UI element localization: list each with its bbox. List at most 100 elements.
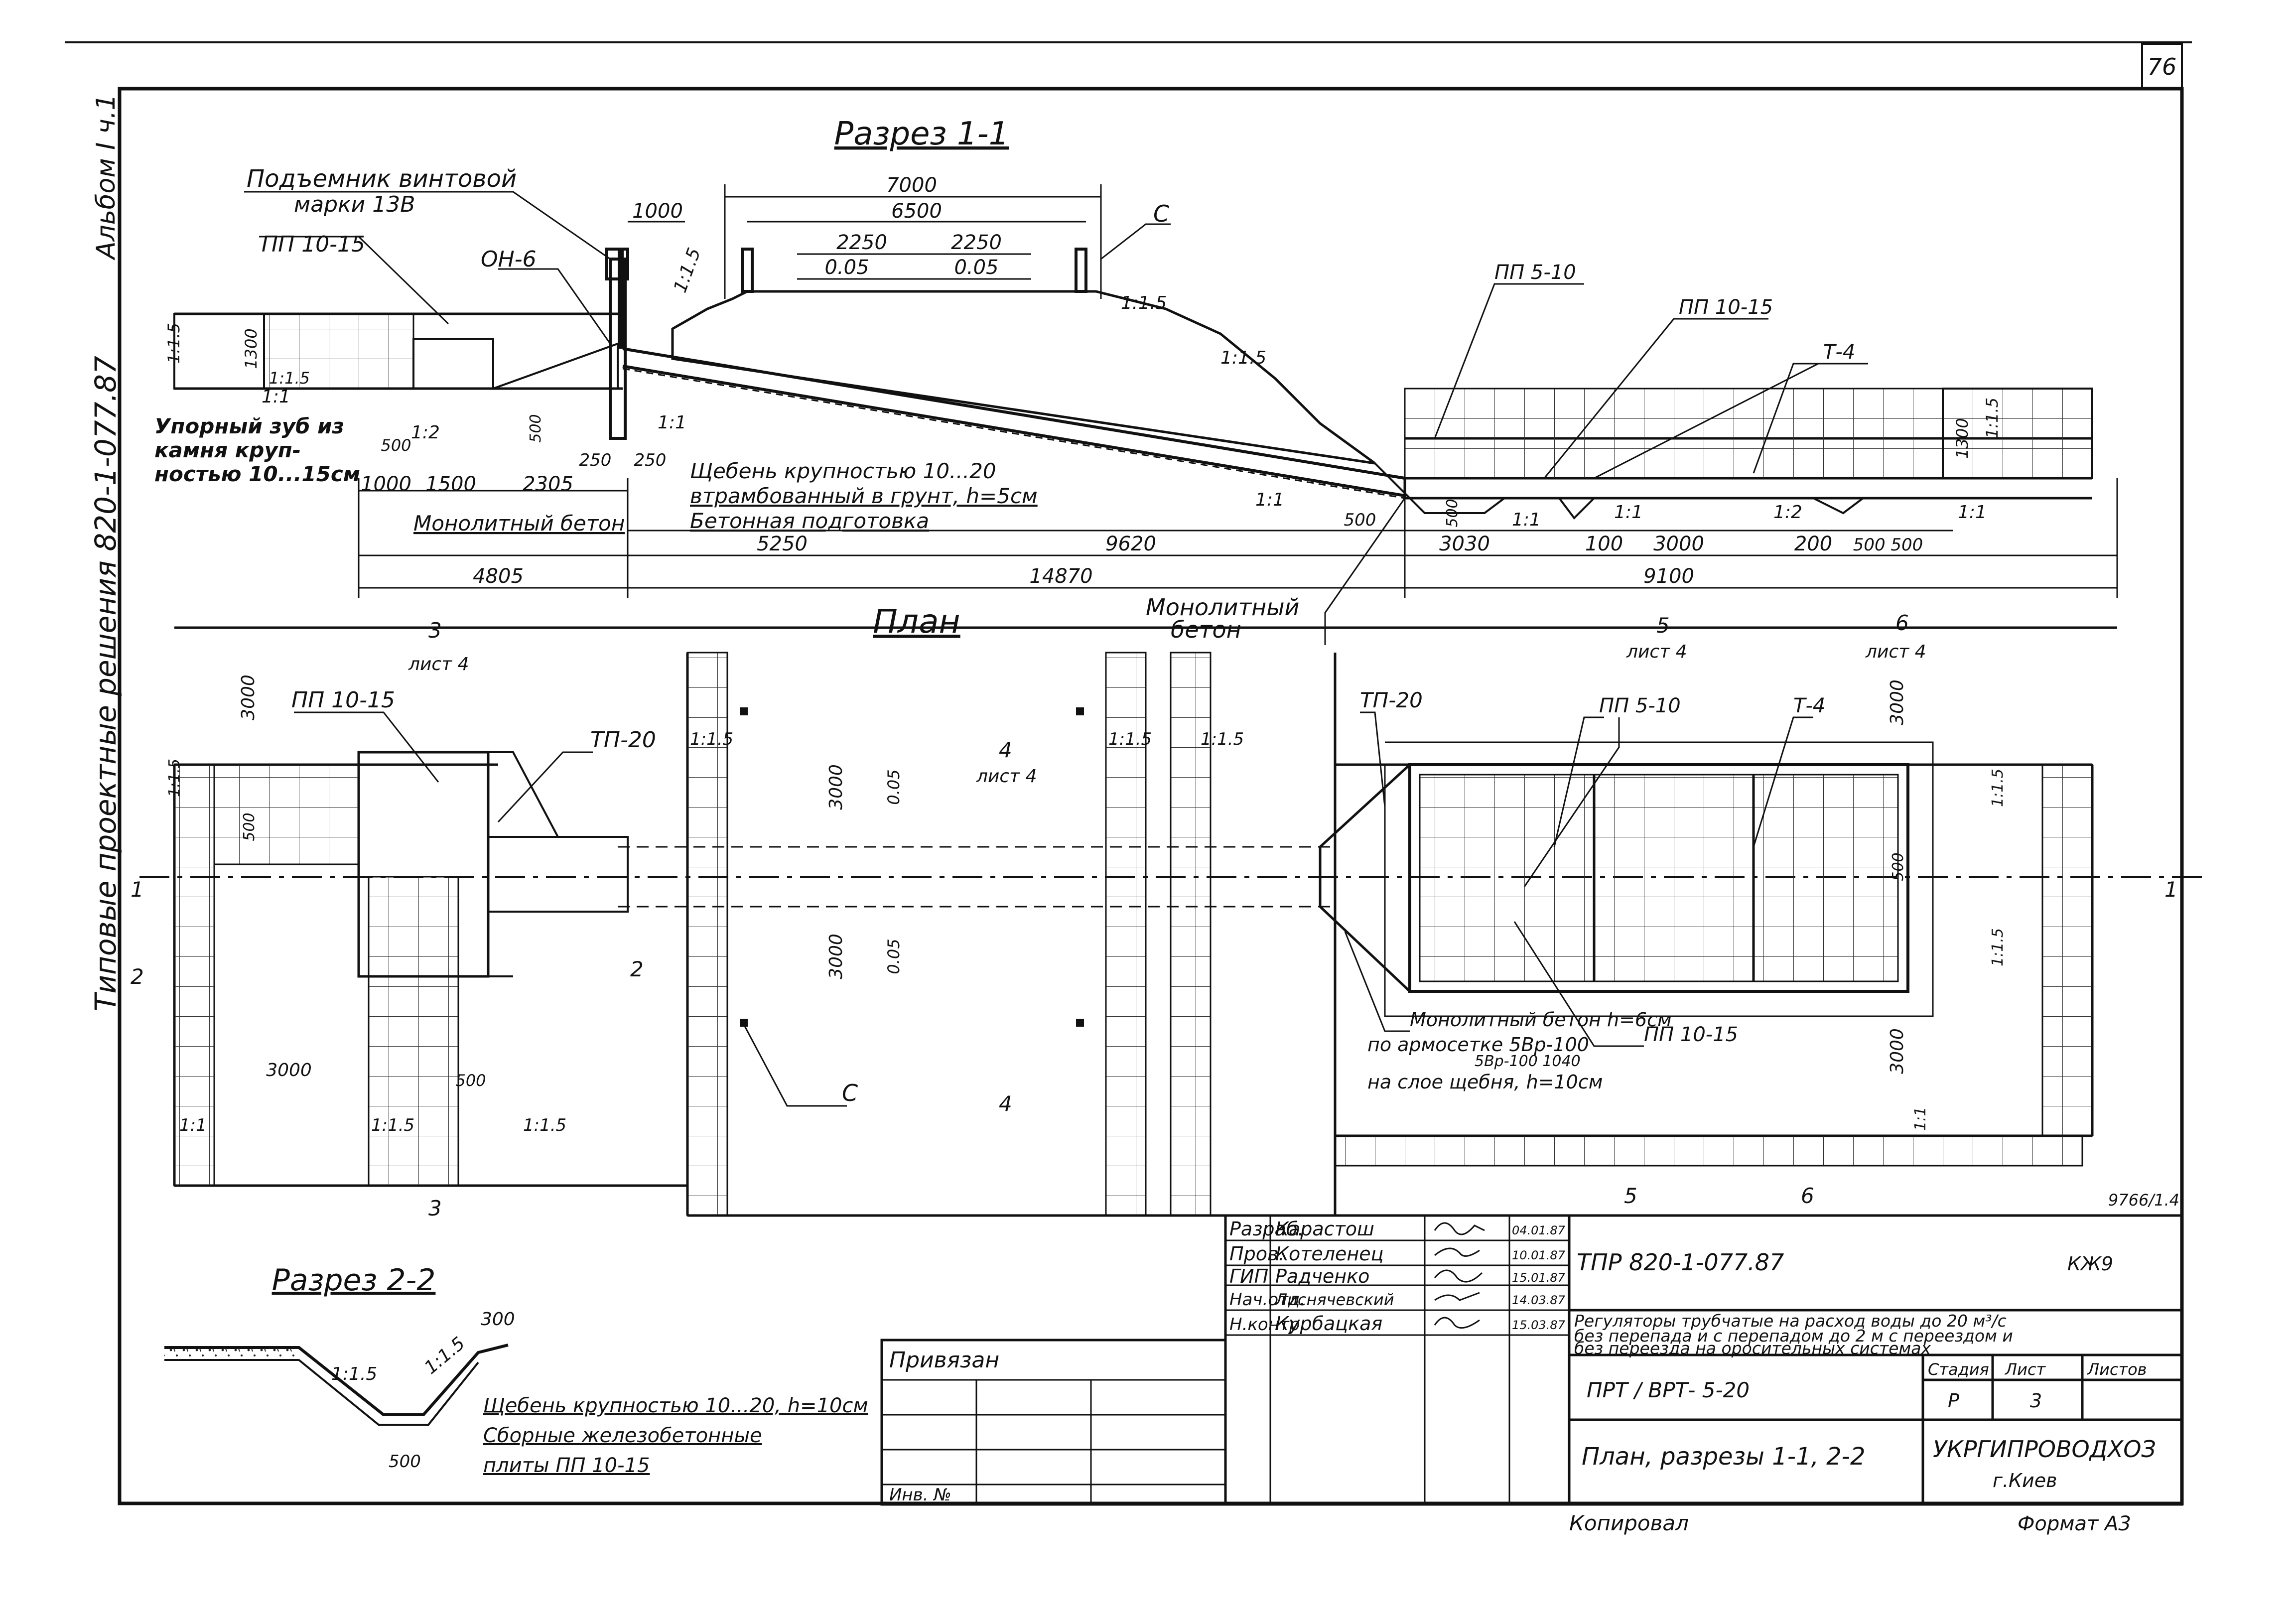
slope-1-1-5-d: 1:1.5: [164, 323, 183, 364]
label-oh6: ОН-6: [481, 247, 537, 272]
label-gravel-2: втрамбованный в грунт, h=5см: [690, 484, 1038, 508]
label-concrete-prep: Бетонная подготовка: [690, 509, 929, 533]
tb-date-0: 04.01.87: [1512, 1223, 1566, 1237]
label-monolith-2b: бетон: [1171, 616, 1241, 643]
section-2-2: Разрез 2-2 300 500 1:1.5 1:1.5 Щебень кр…: [164, 1263, 868, 1477]
dim-4805: 4805: [473, 565, 524, 588]
section-1-1-title: Разрез 1-1: [834, 116, 1009, 152]
plan-dim-500-bottom: 500: [455, 1071, 486, 1090]
dim-1000: 1000: [361, 473, 411, 496]
slope-1-1-5-f: 1:1.5: [269, 369, 310, 388]
tb-privyazan: Привязан: [889, 1348, 999, 1373]
slope-1-2-b: 1:2: [1773, 502, 1802, 523]
plan-label-t4: Т-4: [1793, 694, 1825, 717]
mark-6-sheet: лист 4: [1865, 642, 1926, 662]
tb-city: г.Киев: [1993, 1470, 2057, 1491]
plan-slope-c: 1:1.5: [1108, 729, 1152, 749]
plan-dim-3000-bottom: 3000: [266, 1060, 312, 1080]
tb-role-3: Нач.отд.: [1229, 1290, 1305, 1310]
mark-4-bottom: 4: [999, 1091, 1012, 1116]
dim-3030: 3030: [1439, 533, 1490, 555]
plan-slope-d: 1:1.5: [1201, 729, 1244, 749]
tb-description-2: без перепада и с перепадом до 2 м с пере…: [1574, 1326, 2013, 1346]
dim-3000-section: 3000: [1653, 533, 1704, 555]
dim-2305: 2305: [523, 473, 573, 496]
dim-250-b: 250: [634, 450, 667, 470]
plan-dim-500-left: 500: [241, 812, 258, 841]
label-c-top: С: [1153, 200, 1169, 227]
label-monolith-concrete: Монолитный бетон: [413, 511, 625, 536]
signatures: [1434, 1222, 1485, 1329]
tb-format: Формат А3: [2018, 1512, 2131, 1535]
plan-monolith-4: на слое щебня, h=10см: [1367, 1071, 1603, 1093]
label-pp-10-15-left: ПП 10-15: [262, 232, 365, 257]
mark-3: 3: [428, 618, 442, 643]
section-2-2-title: Разрез 2-2: [272, 1263, 436, 1298]
plan-monolith-3: 5Вр-100 1040: [1475, 1053, 1581, 1070]
inventory-code: 9766/1.4: [2108, 1191, 2179, 1210]
plan-label-pp-10-15-right: ПП 10-15: [1644, 1023, 1738, 1046]
dim-9620: 9620: [1105, 533, 1156, 555]
tb-name-4: Курбацкая: [1275, 1313, 1382, 1335]
plan-dim-005-2: 0.05: [884, 939, 903, 974]
plan-dim-3000-bottom-right: 3000: [1887, 1028, 1907, 1074]
plan-slope-r3: 1:1: [1912, 1107, 1929, 1131]
label-pp-10-15-right-section: ПП 10-15: [1679, 296, 1773, 319]
tb-kk: КЖ9: [2067, 1253, 2113, 1275]
dim-500-500: 500 500: [1853, 535, 1923, 555]
dim-500-a: 500: [381, 436, 411, 455]
dim-005-a: 0.05: [824, 256, 869, 279]
mark-5-bottom: 5: [1624, 1184, 1637, 1208]
mark-4: 4: [999, 738, 1012, 762]
plan-label-pp-10-15-left: ПП 10-15: [291, 687, 395, 713]
label-stop-tooth-3: ностью 10...15см: [154, 462, 360, 486]
plan-slope-r1: 1:1.5: [1989, 769, 2007, 807]
slope-1-1-b: 1:1: [658, 412, 686, 433]
label-stop-tooth-2: камня круп-: [154, 438, 301, 462]
plan-label-pp-5-10: ПП 5-10: [1599, 694, 1681, 717]
dim-7000: 7000: [886, 174, 937, 197]
tb-role-1: Пров.: [1229, 1243, 1284, 1265]
plan-slope-a: 1:1.5: [166, 759, 183, 797]
plan-slope-b: 1:1.5: [690, 729, 733, 749]
mark-5: 5: [1656, 613, 1670, 638]
slope-1-1-e: 1:1: [1614, 502, 1643, 523]
plan-slope-f: 1:1.5: [371, 1115, 414, 1135]
label-stop-tooth-1: Упорный зуб из: [154, 414, 344, 438]
section-1-1: Разрез 1-1: [154, 116, 2118, 645]
tb-date-3: 14.03.87: [1512, 1293, 1566, 1307]
plan-dim-500-right: 500: [1890, 852, 1907, 881]
plan-monolith-1: Монолитный бетон h=6см: [1410, 1009, 1672, 1031]
section-2-2-dim-500: 500: [389, 1452, 421, 1472]
slope-1-1-5-c: 1:1.5: [1220, 348, 1266, 368]
slope-1-1-5-b: 1:1.5: [1121, 293, 1167, 313]
label-t4-section: Т-4: [1823, 341, 1855, 364]
dim-500-d: 500: [1444, 499, 1461, 527]
slope-1-1-f: 1:1: [1958, 502, 1987, 523]
plan-slope-g: 1:1.5: [523, 1115, 566, 1135]
section-2-2-note-3: плиты ПП 10-15: [483, 1454, 650, 1477]
plan-label-tp20-left: ТП-20: [590, 727, 656, 753]
mark-2-left: 2: [131, 964, 144, 989]
mark-6-bottom: 6: [1801, 1184, 1814, 1208]
slope-1-2-a: 1:2: [411, 422, 440, 443]
series-side-label: Типовые проектные решения 820-1-077.87: [89, 356, 123, 1011]
tb-role-0: Разраб.: [1229, 1218, 1304, 1240]
tb-role-4: Н.контр.: [1229, 1315, 1305, 1335]
tb-role-2: ГИП: [1229, 1265, 1268, 1287]
dim-200: 200: [1794, 533, 1832, 555]
slope-1-1-c: 1:1: [1255, 490, 1284, 510]
mark-5-sheet: лист 4: [1626, 642, 1687, 662]
dim-1500: 1500: [425, 473, 476, 496]
dim-250-a: 250: [579, 450, 612, 470]
label-lift-mark: марки 13В: [294, 192, 415, 217]
tb-description-3: без переезда на оросительных системах: [1574, 1339, 1931, 1358]
label-pp-5-10-section: ПП 5-10: [1494, 261, 1576, 284]
tb-sheet-no: 3: [2030, 1390, 2042, 1412]
dim-9100: 9100: [1643, 565, 1694, 588]
dim-1300-right: 1300: [1953, 418, 1972, 458]
tb-sheet-title: План, разрезы 1-1, 2-2: [1582, 1443, 1865, 1471]
dim-005-b: 0.05: [954, 256, 998, 279]
dim-5250: 5250: [757, 533, 808, 555]
tb-name-0: Карастош: [1275, 1218, 1374, 1240]
